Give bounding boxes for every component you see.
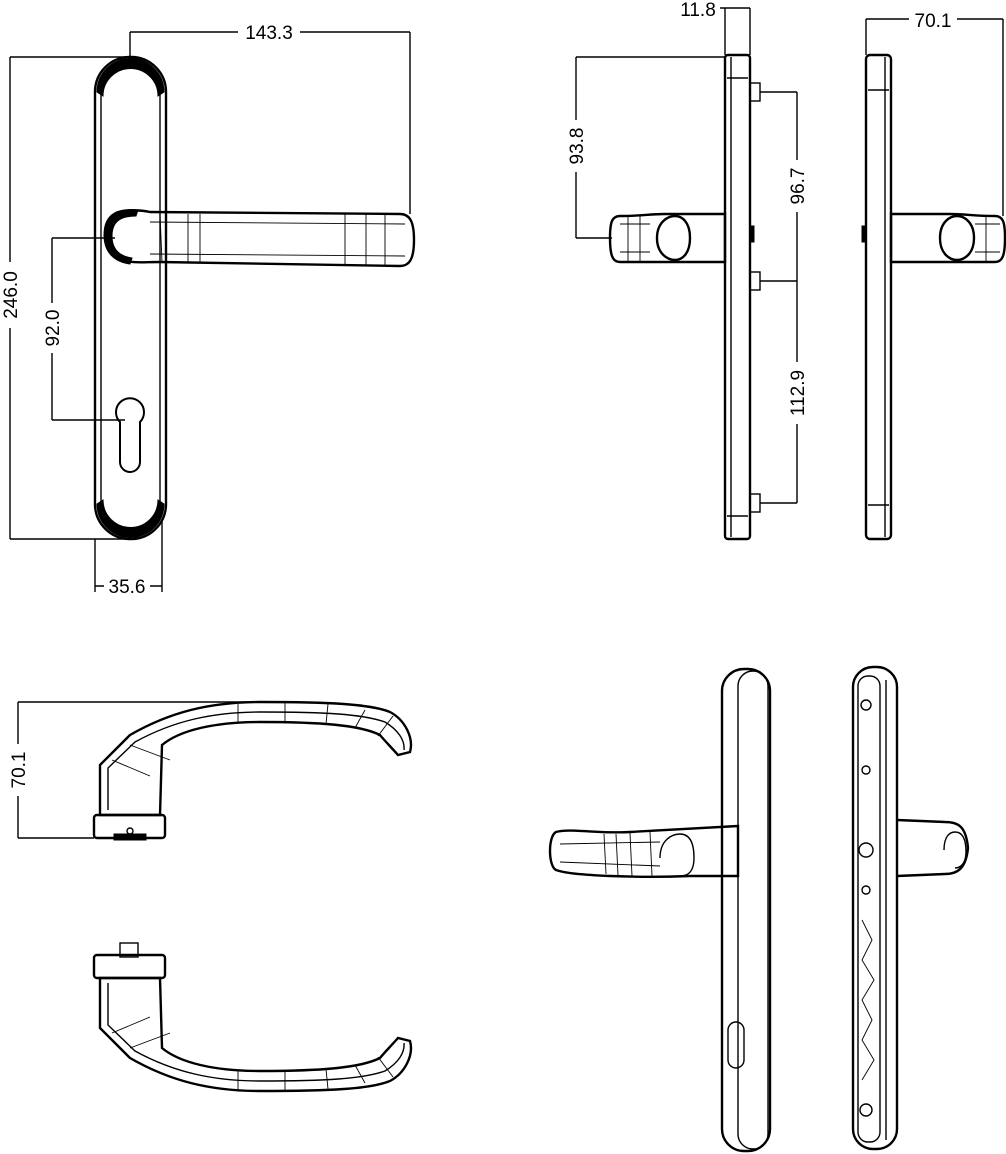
- side-spindle: [749, 225, 755, 243]
- dim-side-mid-to-bottom-screw: 112.9: [788, 370, 809, 416]
- side-screw-boss: [749, 82, 761, 102]
- dim-rear-projection: 70.1: [915, 11, 952, 32]
- dim-label-bg: [566, 120, 586, 172]
- top-handle-line: [129, 744, 171, 761]
- top-handle-screw: [126, 827, 134, 835]
- front-lever-line: [149, 253, 406, 257]
- rear-spindle: [861, 225, 867, 243]
- front-view: 143.3 246.0 92.0 35.6: [0, 21, 416, 598]
- persp-lever-line: [629, 832, 633, 877]
- perspective-front-view: [548, 667, 772, 1153]
- dim-top-handle-projection: 70.1: [9, 752, 30, 789]
- persp-lever-line: [559, 861, 661, 867]
- front-backplate-bottom-shade: [96, 499, 165, 538]
- persp-front-backplate-face: [737, 670, 769, 1150]
- persp-rear-inner: [857, 675, 881, 1143]
- top-handle-line: [325, 703, 329, 725]
- bottom-handle-lever: [98, 976, 413, 1093]
- side-lever: [608, 212, 727, 264]
- dim-label-bg: [8, 744, 28, 796]
- dim-front-handle-to-keyhole: 92.0: [43, 310, 64, 347]
- rear-backplate: [864, 53, 893, 541]
- top-handle-view: 70.1: [8, 700, 413, 841]
- persp-lever-line: [559, 841, 661, 845]
- front-lever: [106, 209, 416, 268]
- dim-label-bg: [787, 160, 807, 212]
- persp-rear-detail: [861, 919, 875, 1081]
- persp-rear-lever: [896, 818, 970, 878]
- persp-rear-screw-hole: [858, 842, 874, 858]
- front-lever-line: [159, 213, 163, 263]
- top-handle-lever: [98, 700, 413, 817]
- dim-side-plate-thickness: 11.8: [680, 0, 716, 21]
- dim-label-bg: [909, 9, 957, 31]
- front-keyhole: [115, 397, 145, 473]
- bottom-handle-line: [129, 1032, 171, 1049]
- side-backplate: [723, 53, 752, 541]
- top-handle-line: [377, 715, 394, 737]
- persp-rear-screw-hole: [860, 699, 872, 711]
- persp-rear-screw-hole: [861, 765, 871, 775]
- bottom-handle-line: [377, 1056, 394, 1078]
- rear-lever: [889, 212, 1006, 264]
- persp-rear-backplate: [851, 665, 899, 1151]
- persp-lever-line: [603, 833, 607, 875]
- side-screw-boss: [749, 493, 761, 513]
- dim-front-plate-height: 246.0: [1, 271, 22, 319]
- dim-front-lever-length: 143.3: [245, 23, 293, 44]
- rear-view: 70.1: [861, 9, 1006, 541]
- bottom-handle-spindle: [119, 942, 139, 958]
- persp-rear-lever-loop: [943, 831, 967, 869]
- persp-front-lever: [548, 824, 740, 878]
- front-backplate-top-shade: [96, 58, 165, 97]
- top-handle-inner: [107, 711, 405, 810]
- perspective-rear-view: [851, 665, 970, 1151]
- persp-rear-screw-hole: [859, 1103, 873, 1117]
- bottom-handle-line: [325, 1068, 329, 1090]
- persp-front-lever-loop: [659, 833, 695, 877]
- bottom-handle-inner: [107, 983, 405, 1082]
- dim-label-bg: [238, 21, 300, 43]
- side-view: 11.8 93.8 96.7 112.9: [566, 0, 809, 541]
- dim-side-top-to-mid-screw: 96.7: [788, 168, 809, 205]
- top-handle-line: [354, 709, 366, 729]
- bottom-handle-view: [92, 942, 413, 1093]
- persp-rear-screw-hole: [861, 885, 871, 895]
- dim-label-bg: [104, 576, 150, 596]
- dim-label-bg: [42, 303, 62, 353]
- front-lever-rose: [103, 209, 139, 265]
- bottom-handle-line: [354, 1064, 366, 1084]
- dim-front-plate-width: 35.6: [109, 577, 146, 598]
- dim-label-bg: [787, 362, 807, 424]
- side-lever-loop: [655, 214, 692, 262]
- front-lever-line: [149, 221, 406, 225]
- persp-front-keyhole: [727, 1021, 745, 1069]
- rear-lever-loop: [938, 214, 976, 262]
- dim-side-handle-height: 93.8: [567, 128, 588, 165]
- top-handle-spindle: [113, 833, 147, 841]
- dim-label-bg: [0, 262, 20, 328]
- top-handle-line: [111, 759, 151, 777]
- bottom-handle-rose: [92, 953, 167, 980]
- side-screw-boss: [749, 271, 761, 291]
- persp-front-backplate: [720, 667, 772, 1153]
- persp-lever-line: [649, 831, 653, 877]
- persp-lever-line: [615, 833, 619, 876]
- bottom-handle-line: [111, 1016, 151, 1034]
